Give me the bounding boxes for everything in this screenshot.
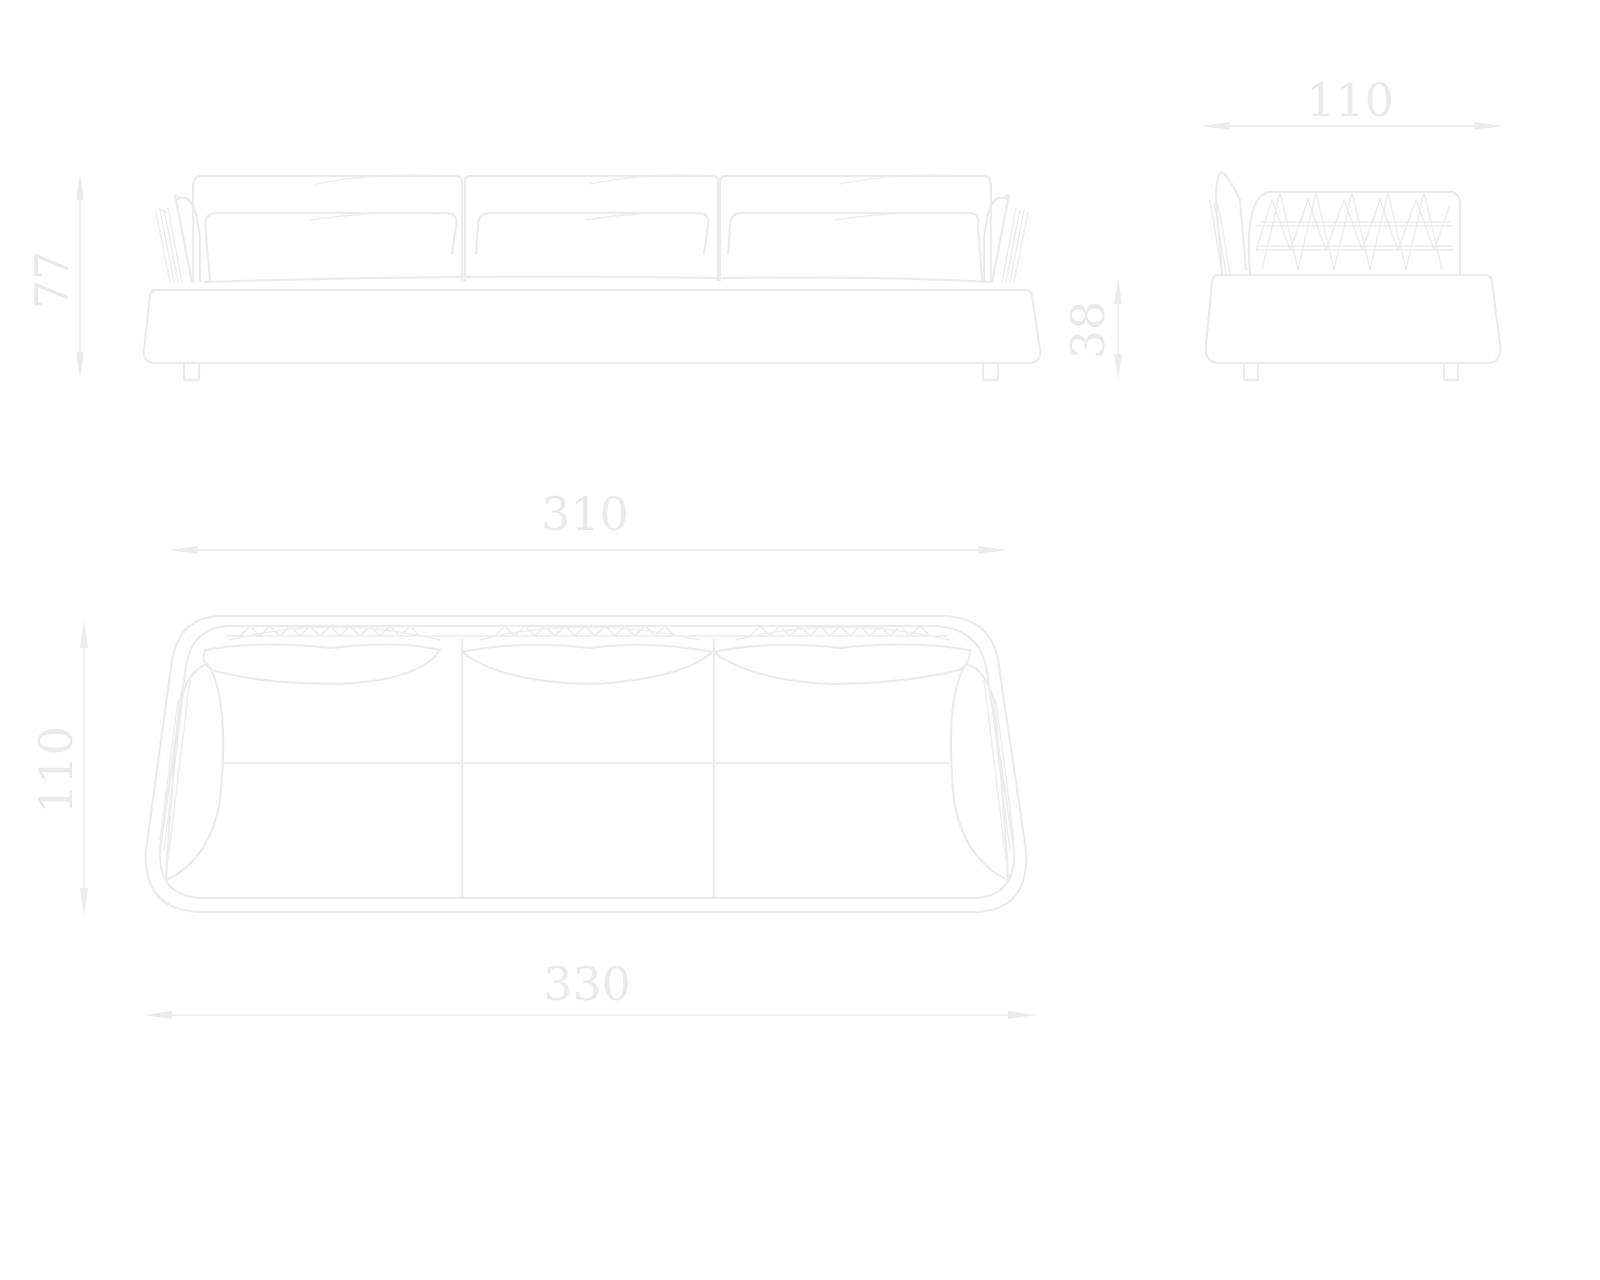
label-side-depth: 110 xyxy=(1306,73,1394,127)
label-top-depth: 110 xyxy=(29,726,83,814)
label-front-height: 77 xyxy=(25,251,79,310)
dimension-side-depth: 110 xyxy=(1202,73,1502,130)
dimension-top-inner-width: 310 xyxy=(170,487,1006,554)
dimension-seat-height: 38 xyxy=(1061,278,1122,380)
label-seat-height: 38 xyxy=(1061,301,1115,360)
dimension-front-height: 77 xyxy=(25,174,84,378)
top-view xyxy=(144,614,1028,914)
front-view xyxy=(142,174,1042,382)
side-view xyxy=(1204,170,1502,382)
label-top-overall-width: 330 xyxy=(543,957,631,1011)
dimension-top-overall-width: 330 xyxy=(144,957,1036,1019)
label-top-inner-width: 310 xyxy=(541,487,629,541)
dimension-top-depth: 110 xyxy=(29,620,88,916)
